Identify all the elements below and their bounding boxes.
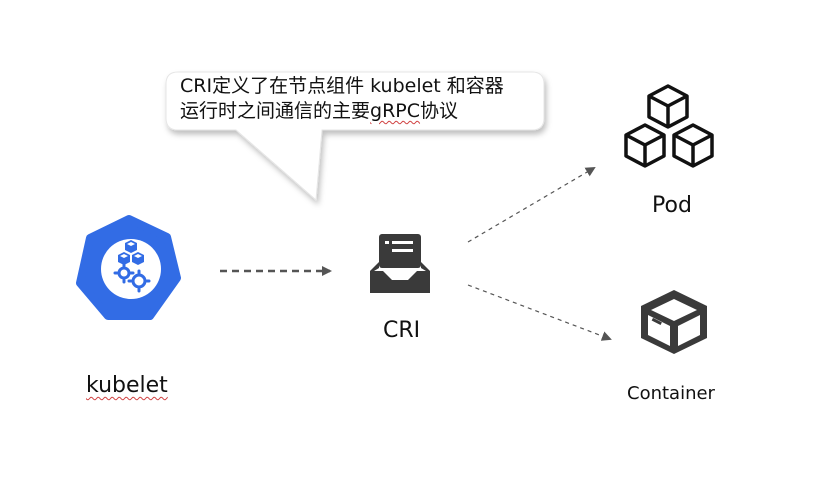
callout-line-2-suffix: 协议 [420,100,459,122]
arrow-cri-to-pod [467,166,596,243]
arrow-cri-to-container [467,284,612,341]
pod-label: Pod [652,193,692,218]
cri-label: CRI [383,318,421,343]
pod-cubes-icon [624,84,714,168]
kubernetes-icon [76,215,181,320]
cri-inbox-icon [370,234,430,293]
container-label: Container [627,383,715,404]
callout-line-1: CRI定义了在节点组件 kubelet 和容器 [180,75,504,97]
callout-text: CRI定义了在节点组件 kubelet 和容器 运行时之间通信的主要gRPC协议 [180,74,530,124]
callout-bubble [165,71,545,202]
callout-line-2-prefix: 运行时之间通信的主要 [180,100,371,122]
kubelet-label: kubelet [86,373,168,398]
container-box-icon [641,290,707,354]
callout-grpc-word: gRPC [370,100,421,122]
callout-line-2: 运行时之间通信的主要gRPC协议 [180,99,530,124]
